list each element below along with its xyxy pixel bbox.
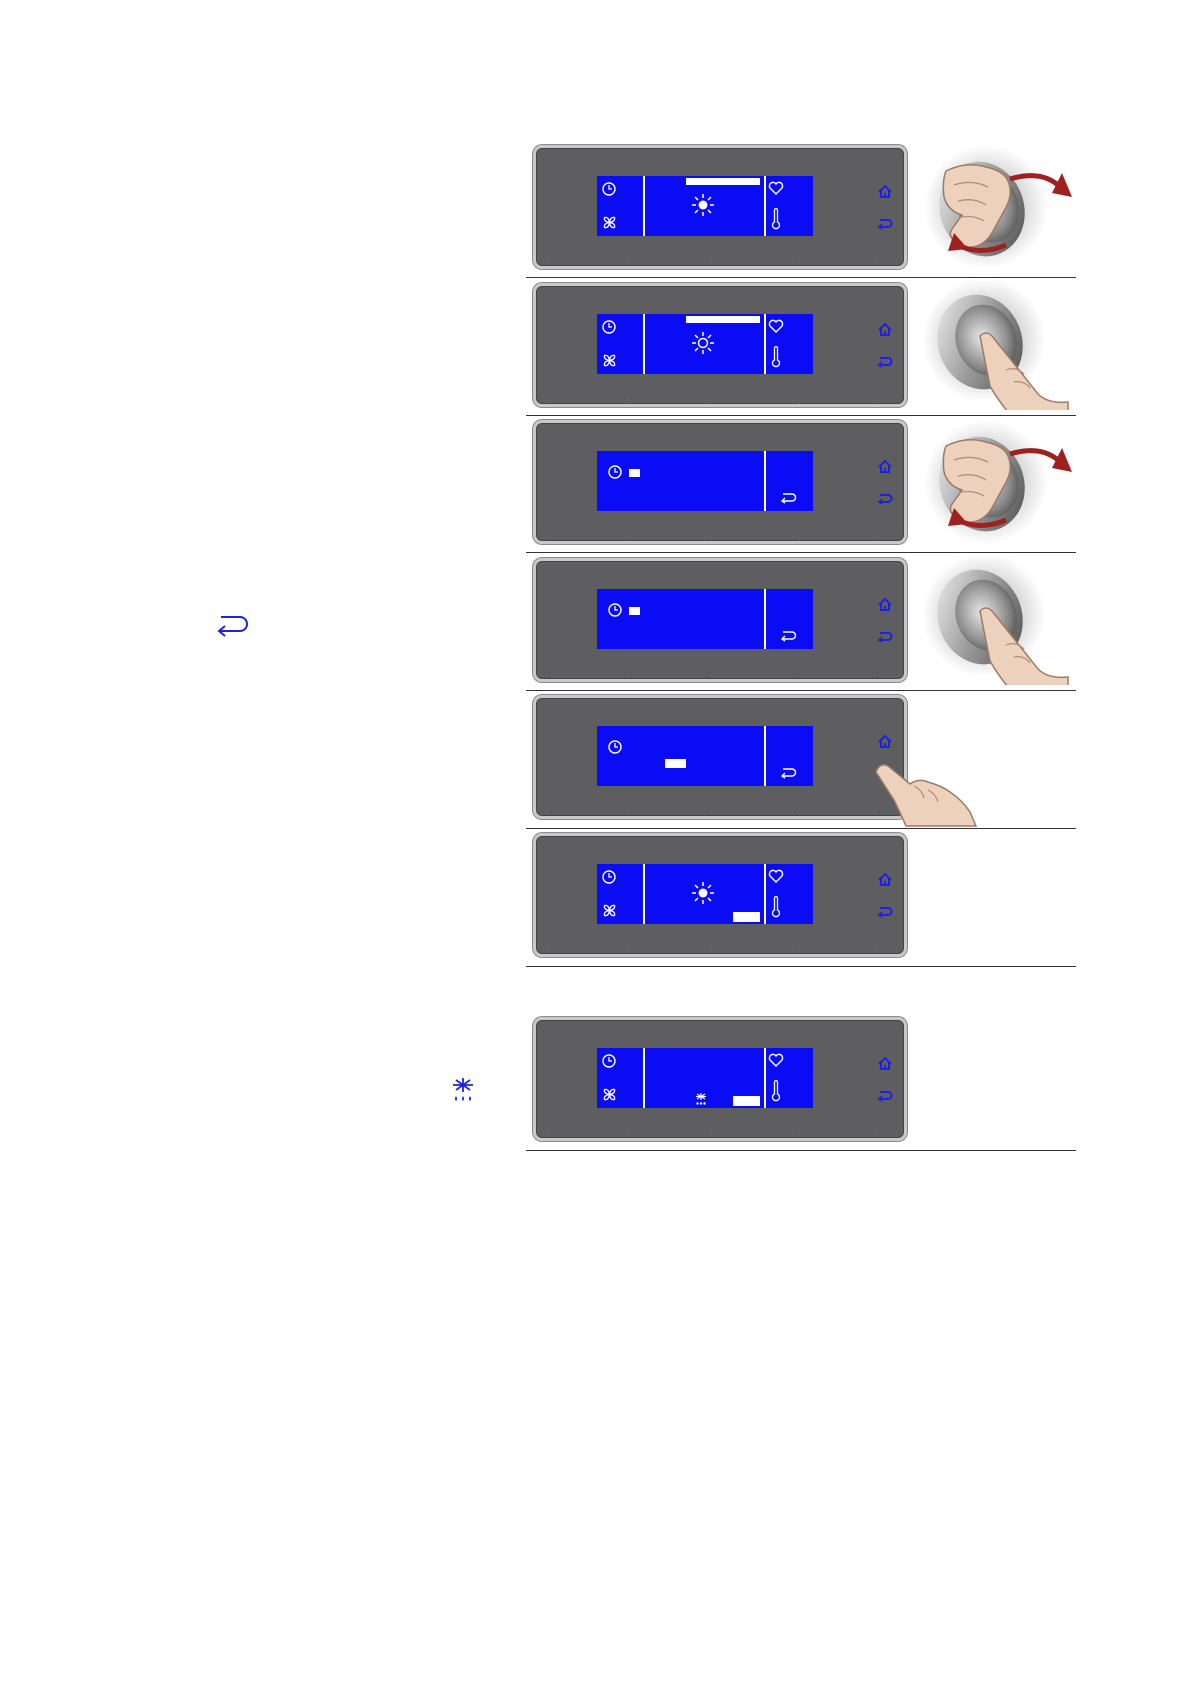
back-arrow-icon <box>779 767 797 779</box>
thermometer-icon <box>771 208 781 230</box>
control-panel-step-4 <box>533 558 907 682</box>
step-separator <box>526 690 1076 691</box>
back-button-icon[interactable] <box>877 493 893 505</box>
control-panel-step-6 <box>533 833 907 957</box>
fan-icon <box>601 352 618 369</box>
fan-icon <box>601 1086 618 1103</box>
home-button-icon[interactable] <box>877 459 893 474</box>
finger-touch-illustration <box>870 760 980 830</box>
clock-icon <box>607 602 623 618</box>
fan-icon <box>601 902 618 919</box>
knob-press-illustration <box>910 278 1080 410</box>
control-panel-step-7 <box>533 1017 907 1141</box>
selection-highlight <box>629 469 640 477</box>
fan-icon <box>601 214 618 231</box>
home-button-icon[interactable] <box>877 872 893 887</box>
selection-highlight <box>733 1096 760 1106</box>
knob-press-illustration <box>910 553 1080 685</box>
back-arrow-icon <box>779 630 797 642</box>
back-button-icon[interactable] <box>877 1090 893 1102</box>
selection-highlight <box>686 178 760 185</box>
display-screen <box>597 314 813 374</box>
sun-icon <box>691 881 715 905</box>
back-button-icon[interactable] <box>877 631 893 643</box>
heart-icon <box>768 181 784 196</box>
display-screen <box>597 176 813 236</box>
thermometer-icon <box>771 346 781 368</box>
selection-highlight <box>629 607 640 615</box>
step-separator <box>526 1150 1076 1151</box>
return-arrow-icon <box>214 614 248 638</box>
home-button-icon[interactable] <box>877 597 893 612</box>
home-button-icon[interactable] <box>877 322 893 337</box>
selection-highlight <box>733 912 760 922</box>
step-separator <box>526 828 1076 829</box>
clock-icon <box>607 739 623 755</box>
knob-turn-illustration <box>910 141 1080 273</box>
back-button-icon[interactable] <box>877 218 893 230</box>
defrost-icon <box>694 1092 708 1106</box>
home-button-icon[interactable] <box>877 1056 893 1071</box>
back-button-icon[interactable] <box>877 356 893 368</box>
clock-icon <box>601 869 617 885</box>
sun-icon <box>691 193 715 217</box>
display-screen <box>597 451 813 511</box>
selection-highlight <box>665 759 686 768</box>
sun-icon <box>691 331 715 355</box>
thermometer-icon <box>771 896 781 918</box>
knob-turn-illustration <box>910 416 1080 548</box>
selection-highlight <box>686 316 760 323</box>
back-button-icon[interactable] <box>877 906 893 918</box>
control-panel-step-2 <box>533 283 907 407</box>
display-screen <box>597 864 813 924</box>
display-screen <box>597 589 813 649</box>
defrost-icon <box>449 1076 477 1104</box>
back-arrow-icon <box>779 492 797 504</box>
home-button-icon[interactable] <box>877 184 893 199</box>
home-button-icon[interactable] <box>877 734 893 749</box>
heart-icon <box>768 319 784 334</box>
heart-icon <box>768 1053 784 1068</box>
thermometer-icon <box>771 1080 781 1102</box>
clock-icon <box>601 319 617 335</box>
clock-icon <box>607 464 623 480</box>
step-separator <box>526 966 1076 967</box>
display-screen <box>597 1048 813 1108</box>
display-screen <box>597 726 813 786</box>
control-panel-step-3 <box>533 420 907 544</box>
heart-icon <box>768 869 784 884</box>
control-panel-step-1 <box>533 145 907 269</box>
control-panel-step-5 <box>533 695 907 819</box>
clock-icon <box>601 1053 617 1069</box>
clock-icon <box>601 181 617 197</box>
